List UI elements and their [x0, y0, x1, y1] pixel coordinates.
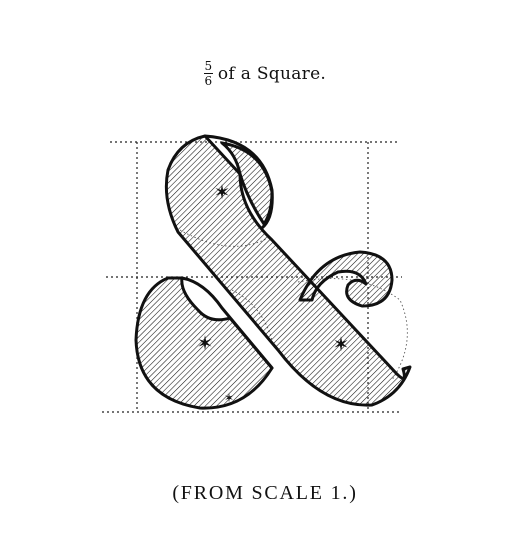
fraction: 5 6: [203, 59, 213, 88]
star-marker: ✶: [224, 391, 234, 405]
title-text: of a Square.: [217, 63, 327, 84]
terminal-ball: [298, 250, 394, 308]
star-marker: ✶: [197, 331, 214, 355]
plate-title: 5 6 of a Square.: [0, 60, 530, 87]
lower-bowl: [134, 276, 274, 410]
plate-caption: (FROM SCALE 1.): [172, 482, 358, 504]
fraction-bar: [203, 73, 213, 74]
fraction-denominator: 6: [204, 74, 213, 88]
lower-bowl-inner-edge: [180, 276, 274, 370]
star-marker: ✶: [333, 332, 350, 356]
star-marker: ✶: [214, 180, 231, 204]
upper-loop-swell: [220, 141, 274, 226]
star-markers: ✶ ✶ ✶ ✶: [197, 180, 350, 405]
fraction-numerator: 5: [204, 59, 213, 73]
ampersand-glyph: [134, 134, 412, 410]
